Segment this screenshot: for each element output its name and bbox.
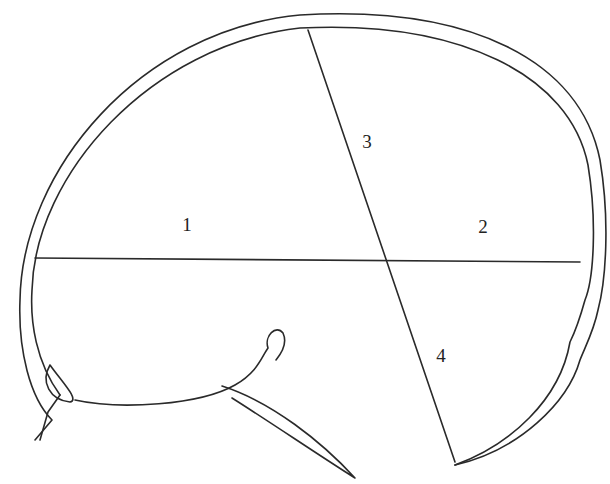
oblique-axis-line [308, 30, 455, 462]
clivus-line [222, 386, 355, 478]
horizontal-axis-line [35, 258, 580, 262]
callout-number: 1 [182, 215, 192, 234]
skull-base-line [75, 330, 285, 405]
callout-number: 4 [436, 346, 446, 365]
outer-skull-line [20, 14, 606, 465]
callout-number: 3 [362, 132, 372, 151]
left-base-line [40, 395, 60, 440]
inner-skull-line [32, 27, 594, 465]
callout-number: 2 [478, 217, 488, 236]
